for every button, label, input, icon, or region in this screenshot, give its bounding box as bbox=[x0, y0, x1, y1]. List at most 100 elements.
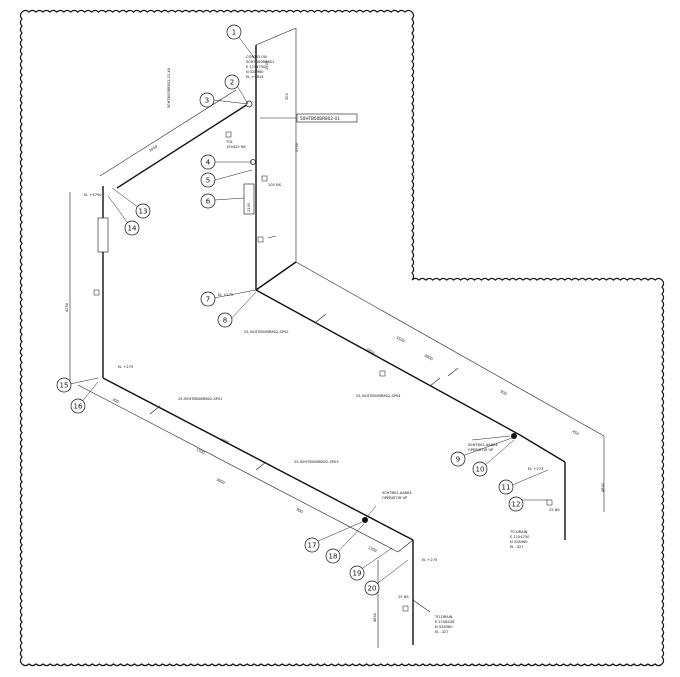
callout-10: 10 bbox=[472, 461, 488, 477]
line-tags: 50HTB00BR802-01 50HTB00BR802-21-XX bbox=[167, 67, 358, 123]
callout-4: 4 bbox=[200, 154, 216, 170]
svg-text:300: 300 bbox=[285, 92, 289, 100]
components bbox=[93, 100, 553, 612]
insul-4 bbox=[379, 370, 386, 377]
svg-text:6: 6 bbox=[206, 198, 211, 206]
svg-text:1200: 1200 bbox=[368, 545, 379, 553]
svg-text:12: 12 bbox=[512, 501, 521, 509]
svg-text:N 528560: N 528560 bbox=[435, 625, 453, 629]
svg-text:EL +273: EL +273 bbox=[528, 467, 543, 471]
line-tag-box bbox=[296, 113, 358, 123]
svg-text:19: 19 bbox=[353, 570, 362, 578]
svg-text:25-50HTB00BR802-SP03: 25-50HTB00BR802-SP03 bbox=[294, 460, 339, 464]
svg-text:3: 3 bbox=[205, 97, 209, 105]
svg-text:E 1154750: E 1154750 bbox=[246, 65, 266, 69]
svg-text:18: 18 bbox=[329, 553, 338, 561]
svg-text:3800: 3800 bbox=[424, 353, 435, 361]
dimension-values: 3050 1500 300 2700 4250 3800 2850 1500 9… bbox=[65, 60, 605, 622]
svg-text:N 528960: N 528960 bbox=[246, 70, 264, 74]
svg-text:7: 7 bbox=[206, 296, 210, 304]
lower-left-dim bbox=[77, 384, 399, 553]
svg-text:4250: 4250 bbox=[65, 302, 69, 312]
svg-text:2: 2 bbox=[230, 79, 234, 87]
svg-text:2700: 2700 bbox=[295, 142, 299, 152]
callout-14: 14 bbox=[124, 220, 140, 236]
svg-text:EL +272: EL +272 bbox=[218, 293, 233, 297]
svg-text:EL -327: EL -327 bbox=[510, 545, 524, 549]
valve-right bbox=[511, 433, 517, 439]
bottom-drop-lead bbox=[397, 539, 414, 553]
svg-text:3050: 3050 bbox=[148, 144, 158, 153]
weld-marks bbox=[149, 235, 459, 471]
valve-lower bbox=[362, 517, 368, 523]
svg-text:EL -327: EL -327 bbox=[435, 630, 449, 634]
svg-text:3600: 3600 bbox=[216, 477, 227, 485]
svg-text:TOL: TOL bbox=[225, 140, 233, 144]
svg-text:EL +270: EL +270 bbox=[422, 558, 438, 562]
svg-text:900: 900 bbox=[296, 507, 305, 514]
svg-text:150425 NS: 150425 NS bbox=[226, 145, 247, 149]
callout-12: 12 bbox=[508, 496, 524, 512]
callout-2: 2 bbox=[224, 74, 240, 90]
svg-text:25-50HTB00BR802-SP01: 25-50HTB00BR802-SP01 bbox=[178, 397, 223, 401]
svg-text:9: 9 bbox=[456, 456, 460, 464]
svg-text:10: 10 bbox=[476, 466, 485, 474]
upper-branch-dim-line bbox=[99, 89, 237, 177]
svg-text:13: 13 bbox=[139, 208, 148, 216]
svg-text:50HTB02-AA804: 50HTB02-AA804 bbox=[382, 491, 412, 495]
hanger-upper bbox=[243, 183, 255, 215]
lower-left-pipe bbox=[102, 377, 414, 541]
callout-11: 11 bbox=[498, 479, 514, 495]
leader-lines bbox=[69, 35, 549, 587]
callout-9: 9 bbox=[450, 451, 466, 467]
insul-1 bbox=[225, 131, 232, 138]
callout-bubbles: 1 2 3 4 5 6 7 8 9 10 11 12 13 14 15 16 1… bbox=[56, 24, 524, 596]
svg-text:25-50HTB00BR802-SP02: 25-50HTB00BR802-SP02 bbox=[244, 330, 289, 334]
callout-17: 17 bbox=[304, 537, 320, 553]
svg-text:1800: 1800 bbox=[220, 437, 231, 445]
callout-3: 3 bbox=[199, 92, 215, 108]
sheet-border bbox=[19, 9, 665, 667]
svg-text:25 NS: 25 NS bbox=[549, 508, 560, 512]
svg-text:1500: 1500 bbox=[396, 335, 407, 343]
svg-text:17: 17 bbox=[308, 542, 317, 550]
svg-text:300: 300 bbox=[112, 397, 121, 404]
svg-text:14: 14 bbox=[128, 225, 137, 233]
callout-15: 15 bbox=[56, 377, 72, 393]
svg-text:EL +4790: EL +4790 bbox=[84, 193, 102, 197]
svg-text:900: 900 bbox=[500, 389, 509, 396]
svg-text:5: 5 bbox=[206, 177, 210, 185]
svg-text:TO DRAIN: TO DRAIN bbox=[434, 615, 453, 619]
svg-text:EL +275: EL +275 bbox=[118, 365, 133, 369]
corner-link-pipe bbox=[255, 261, 297, 291]
svg-text:4800: 4800 bbox=[373, 612, 377, 622]
callout-18: 18 bbox=[325, 548, 341, 564]
svg-text:11: 11 bbox=[502, 484, 511, 492]
svg-text:50HTB00BR801: 50HTB00BR801 bbox=[246, 60, 274, 64]
svg-text:1: 1 bbox=[232, 29, 236, 37]
vertical-line-tag: 50HTB00BR802-21-XX bbox=[167, 67, 171, 108]
callout-8: 8 bbox=[217, 312, 233, 328]
upper-branch-pipe bbox=[116, 103, 249, 189]
upper-centre-pipe bbox=[255, 289, 521, 436]
svg-text:1500: 1500 bbox=[196, 447, 207, 455]
callout-6: 6 bbox=[200, 193, 216, 209]
svg-text:E 1154750: E 1154750 bbox=[510, 535, 530, 539]
svg-text:EL +9815: EL +9815 bbox=[246, 75, 264, 79]
drain-stub bbox=[412, 599, 431, 613]
svg-text:25 NS: 25 NS bbox=[398, 595, 409, 599]
pipe-runs bbox=[69, 27, 605, 648]
callout-19: 19 bbox=[349, 565, 365, 581]
svg-text:OPERATOR UP: OPERATOR UP bbox=[382, 496, 408, 500]
svg-text:15: 15 bbox=[60, 382, 69, 390]
callout-5: 5 bbox=[200, 172, 216, 188]
insul-5 bbox=[546, 499, 553, 506]
callout-13: 13 bbox=[135, 203, 151, 219]
svg-text:450: 450 bbox=[572, 429, 581, 436]
svg-text:N 528960: N 528960 bbox=[510, 540, 528, 544]
svg-text:TO DRAIN: TO DRAIN bbox=[509, 530, 528, 534]
svg-text:E 1156426: E 1156426 bbox=[435, 620, 455, 624]
svg-text:4800: 4800 bbox=[601, 482, 605, 492]
svg-text:50HTB02-AA804: 50HTB02-AA804 bbox=[468, 443, 498, 447]
